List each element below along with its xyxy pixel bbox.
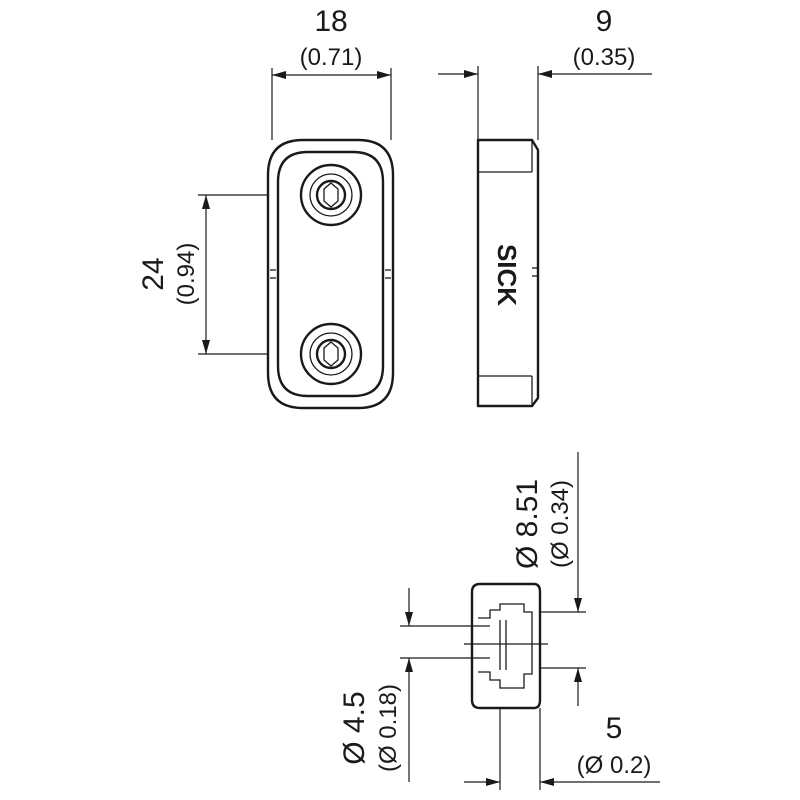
dimension-width: 18 (0.71): [271, 5, 392, 140]
spacing-value: 24: [137, 257, 170, 290]
sick-logo: SICK: [492, 244, 522, 306]
front-outer-outline: [266, 138, 395, 410]
side-view: SICK: [476, 138, 540, 408]
front-inner-outline: [276, 150, 385, 398]
mounting-hole-bottom: [299, 322, 363, 386]
magnet-detail-view: [464, 582, 548, 710]
depth-value: 9: [596, 5, 613, 38]
dimension-depth: 9 (0.35): [438, 5, 652, 140]
width-value: 18: [314, 5, 347, 38]
dimension-spacing: 24 (0.94): [137, 194, 268, 355]
depth-inch: (0.35): [573, 44, 636, 71]
thickness-inch: (Ø 0.2): [577, 752, 652, 779]
mounting-hole-top: [299, 163, 363, 227]
dimension-inner-diameter: Ø 4.5 (Ø 0.18): [338, 588, 490, 782]
dimension-thickness: 5 (Ø 0.2): [464, 708, 660, 790]
magnet-outline: [470, 582, 542, 710]
outer-diameter-inch: (Ø 0.34): [547, 480, 574, 568]
dimension-outer-diameter: Ø 8.51 (Ø 0.34): [511, 452, 586, 706]
spacing-inch: (0.94): [173, 243, 200, 306]
width-inch: (0.71): [300, 44, 363, 71]
inner-diameter-inch: (Ø 0.18): [375, 684, 402, 772]
front-view: [266, 138, 395, 410]
inner-diameter-value: Ø 4.5: [338, 691, 371, 764]
outer-diameter-value: Ø 8.51: [511, 479, 544, 569]
thickness-value: 5: [606, 712, 623, 745]
